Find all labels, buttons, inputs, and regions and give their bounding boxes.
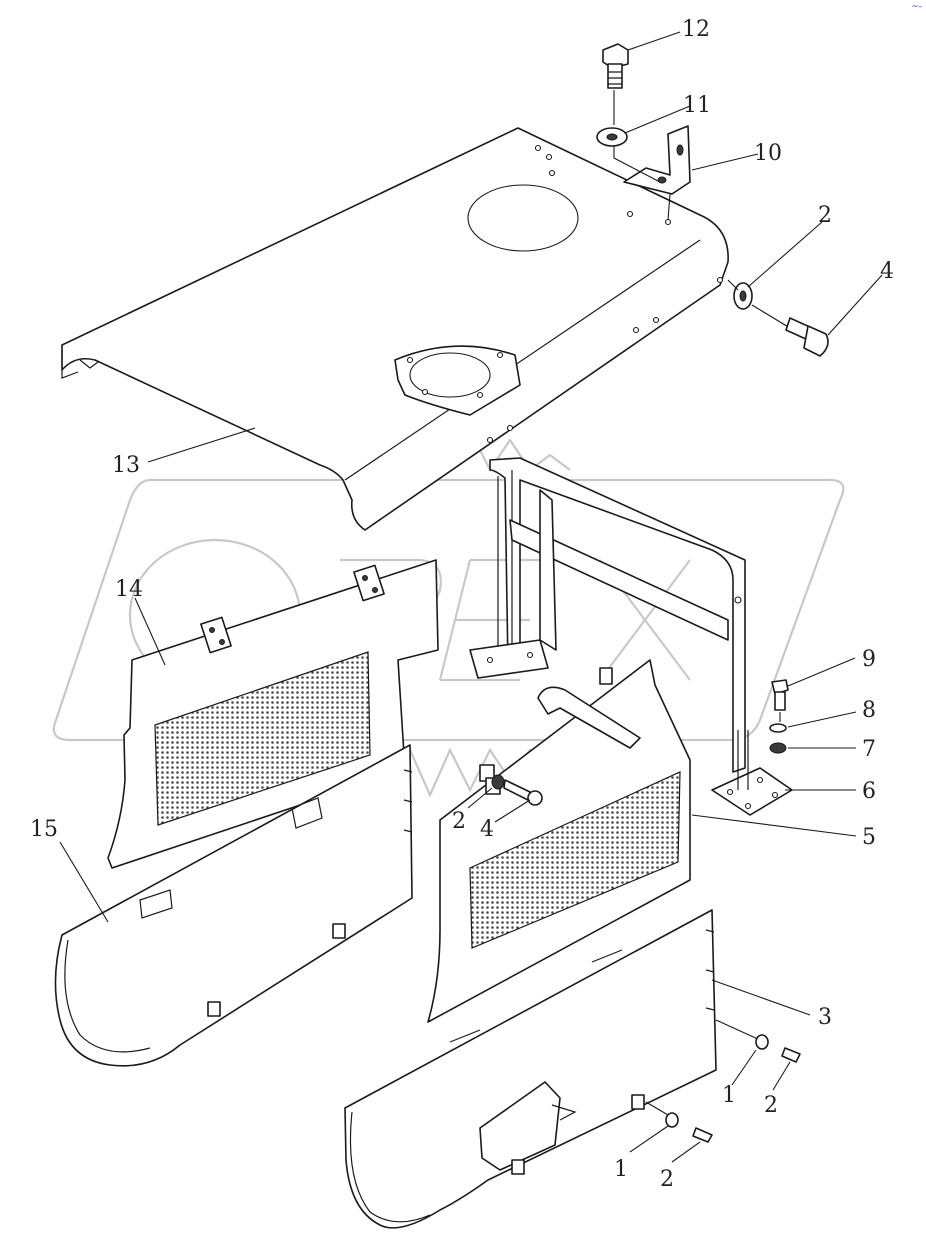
part-14-left-panel — [107, 559, 439, 869]
callout-5: 5 — [862, 825, 876, 850]
callout-11: 11 — [683, 93, 711, 118]
lower-washers-screws — [645, 1019, 801, 1143]
callout-2-middle: 2 — [452, 809, 466, 834]
callout-13: 13 — [112, 453, 140, 478]
callout-8: 8 — [862, 698, 876, 723]
callout-12: 12 — [682, 17, 710, 42]
callout-3: 3 — [818, 1005, 832, 1030]
corner-mark: ~- — [911, 2, 922, 12]
part-5-right-panel — [427, 659, 691, 1023]
rear-frame — [469, 457, 793, 816]
callout-2-right: 2 — [764, 1093, 778, 1118]
middle-washer-bolt — [491, 774, 543, 806]
callout-15: 15 — [30, 817, 58, 842]
part-11-washer — [596, 127, 628, 147]
callout-4-top: 4 — [880, 259, 894, 284]
callout-6: 6 — [862, 779, 876, 804]
callout-1-bottom: 1 — [614, 1157, 628, 1182]
callout-leaders — [59, 31, 883, 1163]
callout-1-right: 1 — [722, 1083, 736, 1108]
callout-2-top: 2 — [818, 203, 832, 228]
top-right-washer-bolt — [727, 279, 829, 357]
callout-4-middle: 4 — [480, 817, 494, 842]
callout-10: 10 — [754, 141, 782, 166]
part-3-lower-right-panel — [344, 909, 717, 1229]
part-13-hood-cover — [61, 127, 729, 531]
part-12-bolt — [602, 43, 629, 125]
callout-7: 7 — [862, 737, 876, 762]
part-10-bracket — [613, 125, 691, 221]
callout-14: 14 — [115, 577, 143, 602]
callout-labels: 12 11 10 2 4 13 14 9 8 7 6 5 2 4 15 3 1 … — [30, 17, 894, 1192]
callout-2-bottom: 2 — [660, 1167, 674, 1192]
callout-9: 9 — [862, 647, 876, 672]
part-9-8-7-fasteners — [769, 679, 789, 754]
part-15-lower-left-panel — [54, 744, 413, 1067]
